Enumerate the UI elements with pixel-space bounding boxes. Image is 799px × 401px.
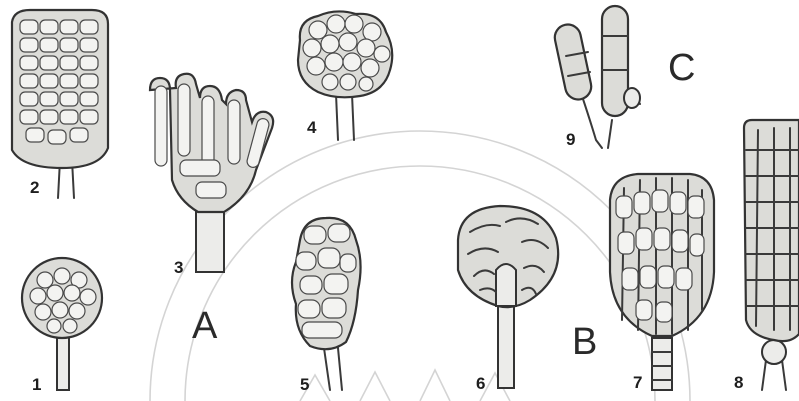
structure-7 xyxy=(610,174,714,390)
group-label-c: C xyxy=(668,47,695,89)
structure-3 xyxy=(150,74,273,272)
structure-5 xyxy=(292,218,361,390)
label-8: 8 xyxy=(734,373,743,392)
structure-1 xyxy=(22,258,102,390)
label-4: 4 xyxy=(307,118,317,137)
structure-2 xyxy=(12,10,108,198)
label-6: 6 xyxy=(476,374,485,393)
label-1: 1 xyxy=(32,375,41,394)
structure-9 xyxy=(552,6,640,148)
group-label-a: A xyxy=(192,305,218,347)
label-2: 2 xyxy=(30,178,39,197)
group-label-b: B xyxy=(572,321,597,363)
label-9: 9 xyxy=(566,130,575,149)
label-7: 7 xyxy=(633,373,642,392)
label-5: 5 xyxy=(300,375,309,394)
structure-8 xyxy=(744,120,799,390)
structure-6 xyxy=(458,206,558,388)
label-3: 3 xyxy=(174,258,183,277)
